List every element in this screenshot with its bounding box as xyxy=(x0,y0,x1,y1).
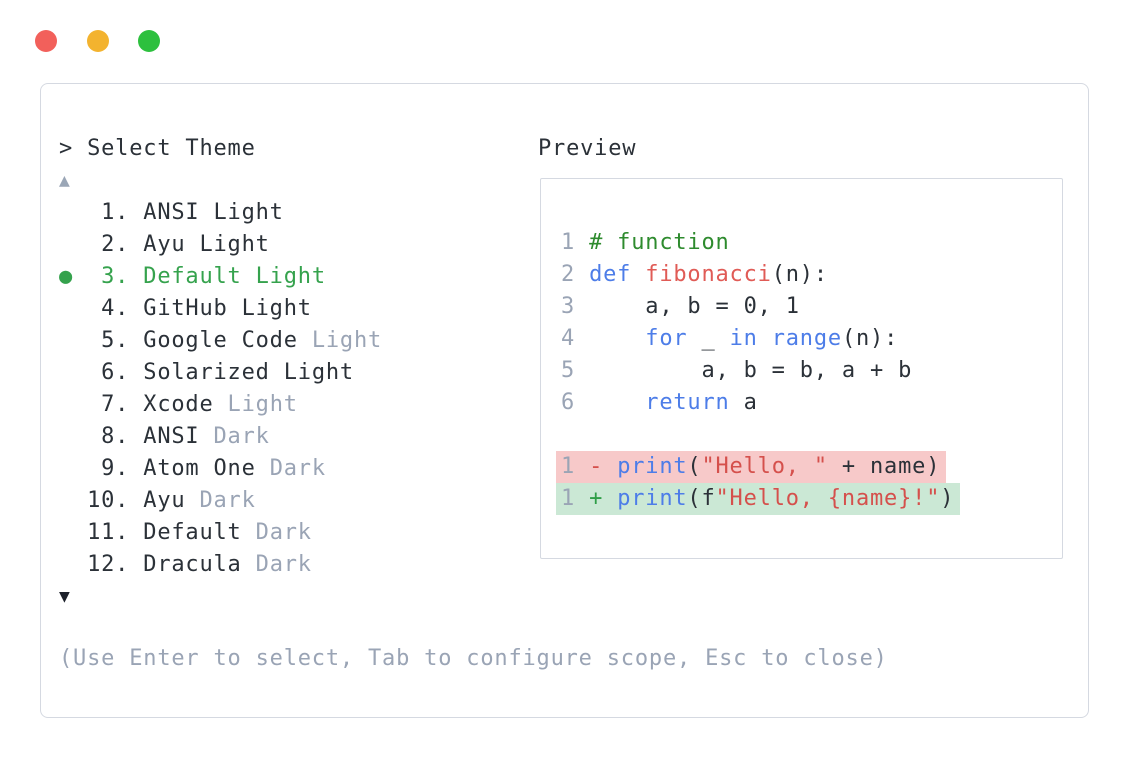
theme-name: Ayu Light xyxy=(143,232,270,257)
zoom-button[interactable] xyxy=(138,30,161,52)
theme-variant: Dark xyxy=(241,520,312,545)
theme-variant: Light xyxy=(297,328,383,353)
selected-bullet-icon: ● xyxy=(59,264,102,289)
theme-name: Default Light xyxy=(143,264,326,289)
theme-option[interactable]: 6. Solarized Light xyxy=(101,360,354,385)
keyboard-hint: (Use Enter to select, Tab to configure s… xyxy=(59,646,888,671)
theme-name: Xcode xyxy=(143,392,214,417)
theme-variant: Dark xyxy=(199,424,270,449)
preview-box: 1 # function 2 def fibonacci(n): 3 a, b = … xyxy=(540,178,1063,559)
theme-variant: Light xyxy=(213,392,298,417)
prompt-line: > Select Theme xyxy=(59,136,256,161)
theme-name: Ayu xyxy=(143,488,186,513)
scroll-up-indicator[interactable]: ▲ xyxy=(59,170,71,191)
theme-variant: Dark xyxy=(255,456,326,481)
window-controls xyxy=(35,30,176,52)
code-line: 6 return a xyxy=(561,390,758,415)
theme-option[interactable]: 4. GitHub Light xyxy=(101,296,312,321)
theme-name: Google Code xyxy=(143,328,298,353)
theme-option[interactable]: 7. Xcode Light xyxy=(101,392,298,417)
code-line: 4 for _ in range(n): xyxy=(561,326,899,351)
preview-title: Preview xyxy=(538,136,637,161)
theme-name: ANSI xyxy=(143,424,200,449)
code-preview: 1 # function 2 def fibonacci(n): 3 a, b = … xyxy=(556,227,961,515)
theme-option[interactable]: 11. Default Dark xyxy=(87,520,312,545)
theme-variant: Dark xyxy=(241,552,312,577)
code-line xyxy=(561,419,960,451)
theme-option[interactable]: 8. ANSI Dark xyxy=(101,424,270,449)
theme-name: Dracula xyxy=(143,552,242,577)
theme-list: 1. ANSI Light 2. Ayu Light ● 3. Default L… xyxy=(59,197,382,581)
minimize-button[interactable] xyxy=(86,30,109,52)
theme-option[interactable]: ● 3. Default Light xyxy=(59,264,326,289)
theme-name: Atom One xyxy=(143,456,256,481)
theme-variant: Dark xyxy=(185,488,256,513)
theme-option[interactable]: 9. Atom One Dark xyxy=(101,456,326,481)
close-button[interactable] xyxy=(35,30,57,52)
theme-option[interactable]: 10. Ayu Dark xyxy=(87,488,256,513)
diff-line-removed: 1 - print("Hello, " + name) xyxy=(556,451,960,483)
code-line: 3 a, b = 0, 1 xyxy=(561,294,800,319)
theme-option[interactable]: 2. Ayu Light xyxy=(101,232,270,257)
theme-name: Default xyxy=(143,520,242,545)
theme-option[interactable]: 1. ANSI Light xyxy=(101,200,284,225)
code-line: 5 a, b = b, a + b xyxy=(561,358,913,383)
scroll-down-indicator[interactable]: ▼ xyxy=(59,586,71,607)
theme-name: ANSI Light xyxy=(143,200,284,225)
theme-option[interactable]: 5. Google Code Light xyxy=(101,328,383,353)
theme-name: Solarized Light xyxy=(143,360,354,385)
diff-line-added: 1 + print(f"Hello, {name}!") xyxy=(556,483,961,515)
theme-selector-panel: > Select Theme ▲ 1. ANSI Light 2. Ayu Li… xyxy=(40,83,1089,718)
code-line: 1 # function xyxy=(561,230,730,255)
theme-name: GitHub Light xyxy=(143,296,312,321)
theme-option[interactable]: 12. Dracula Dark xyxy=(87,552,312,577)
code-line: 2 def fibonacci(n): xyxy=(561,262,828,287)
